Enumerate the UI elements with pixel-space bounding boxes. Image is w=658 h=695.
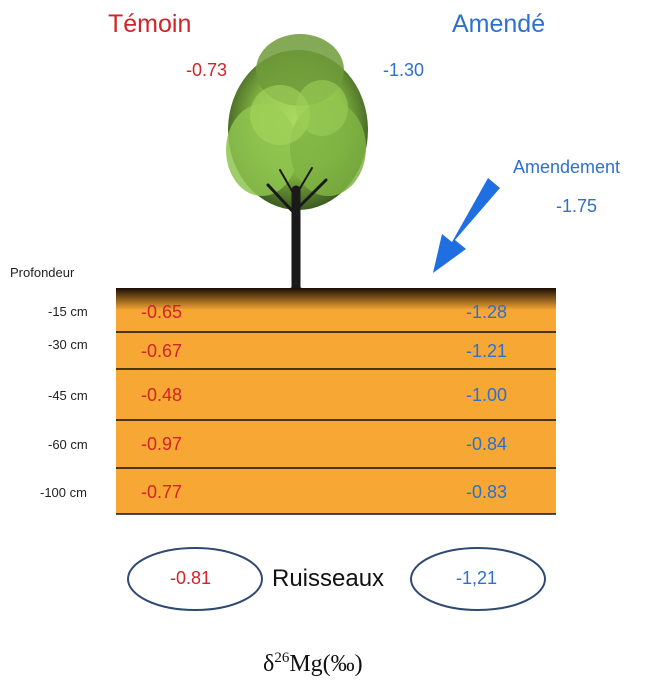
- layer-amende-value: -0.84: [466, 434, 508, 454]
- isotope-unit-label: δ26Mg(‰): [263, 650, 363, 678]
- layer-amende-value: -0.83: [466, 482, 508, 502]
- layer-temoin-value: -0.65: [141, 302, 183, 322]
- layer-amende-value: -1.00: [466, 385, 508, 405]
- layer-amende-value: -1.21: [466, 341, 508, 361]
- delta-symbol: δ: [263, 651, 275, 677]
- layer-temoin-value: -0.77: [141, 482, 183, 502]
- amendement-value: -1.75: [556, 196, 598, 216]
- ruisseaux-amende-value: -1,21: [456, 568, 498, 588]
- amendement-arrow-icon: [433, 178, 500, 273]
- layer-temoin-value: -0.48: [141, 385, 183, 405]
- isotope-mass-number: 26: [274, 650, 290, 666]
- ruisseaux-temoin-value: -0.81: [170, 568, 212, 588]
- ruisseaux-amende-ellipse: [410, 547, 546, 611]
- isotope-unit: Mg(‰): [289, 651, 363, 677]
- ruisseaux-temoin-ellipse: [127, 547, 263, 611]
- soil-profile: [116, 288, 556, 515]
- depth-label: -45 cm: [48, 388, 88, 403]
- depth-label: -30 cm: [48, 337, 88, 352]
- tree-amende-value: -1.30: [383, 60, 425, 80]
- tree-icon: [226, 34, 368, 295]
- layer-amende-value: -1.28: [466, 302, 508, 322]
- layer-temoin-value: -0.67: [141, 341, 183, 361]
- depth-label: -100 cm: [40, 485, 87, 500]
- amende-header: Amendé: [452, 10, 546, 38]
- layer-temoin-value: -0.97: [141, 434, 183, 454]
- depth-axis-title: Profondeur: [10, 265, 75, 280]
- depth-label: -15 cm: [48, 304, 88, 319]
- tree-temoin-value: -0.73: [186, 60, 228, 80]
- ruisseaux-label: Ruisseaux: [272, 565, 385, 592]
- amendement-label: Amendement: [513, 157, 621, 177]
- temoin-header: Témoin: [108, 10, 192, 38]
- depth-label: -60 cm: [48, 437, 88, 452]
